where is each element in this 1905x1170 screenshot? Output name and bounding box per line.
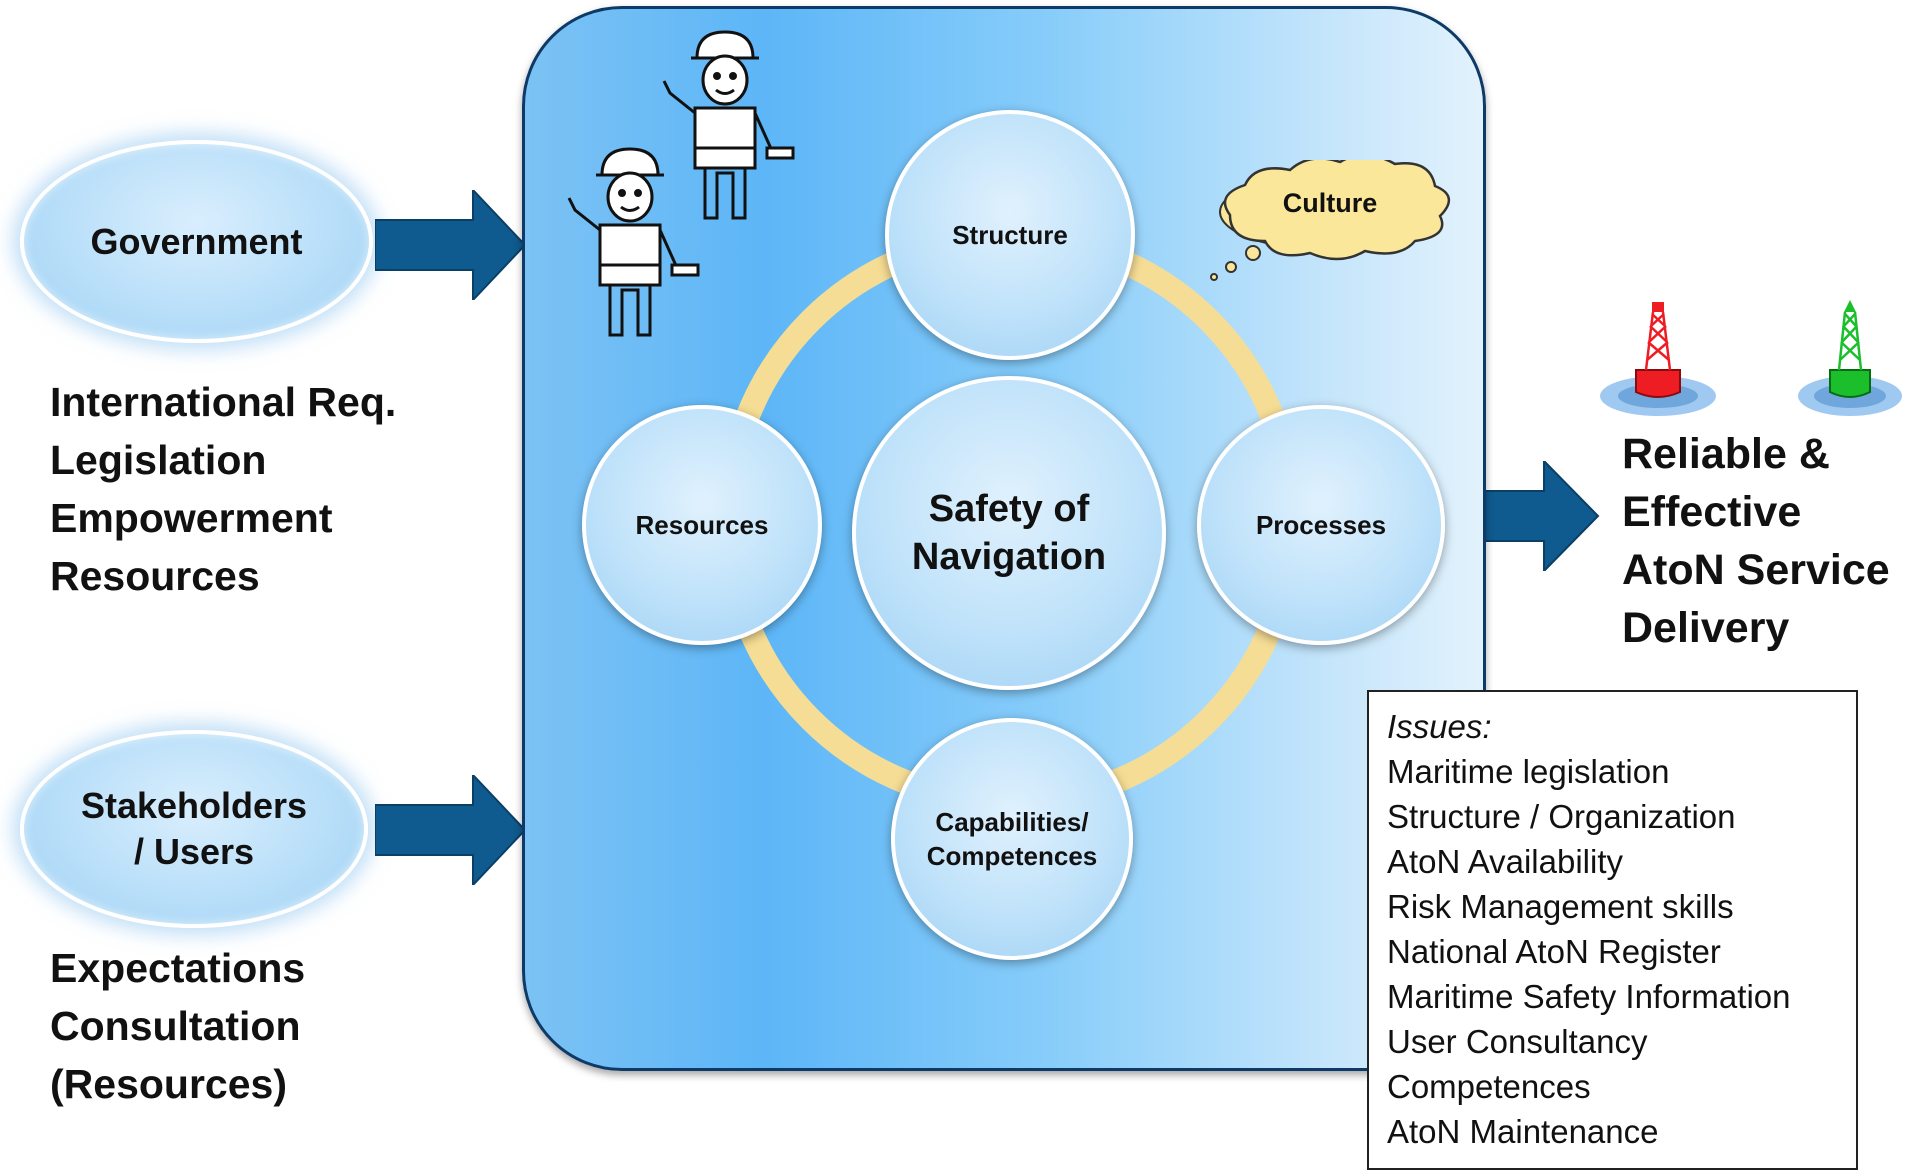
issue-item: National AtoN Register [1387, 933, 1721, 970]
capabilities-label-line1: Capabilities/ [935, 807, 1089, 837]
capabilities-node: Capabilities/ Competences [891, 718, 1133, 960]
issue-item: Maritime legislation [1387, 753, 1670, 790]
outcome-arrow-icon [1480, 461, 1600, 571]
issue-item: Structure / Organization [1387, 798, 1736, 835]
outcome-line: AtoN Service [1622, 546, 1890, 594]
government-requirements-list: International Req. Legislation Empowerme… [50, 373, 396, 605]
structure-label: Structure [952, 220, 1068, 250]
processes-node: Processes [1197, 405, 1445, 645]
structure-node: Structure [885, 110, 1135, 360]
culture-label: Culture [1282, 188, 1378, 218]
issues-box: Issues: Maritime legislation Structure /… [1367, 690, 1858, 1170]
list-item: Expectations [50, 945, 306, 991]
resources-node: Resources [582, 405, 822, 645]
outcome-text: Reliable & Effective AtoN Service Delive… [1622, 425, 1890, 657]
green-buoy-icon [1798, 300, 1902, 416]
worker-figure-icon [662, 30, 795, 220]
issue-item: AtoN Maintenance [1387, 1113, 1659, 1150]
processes-label: Processes [1255, 510, 1387, 540]
list-item: Legislation [50, 437, 267, 483]
resources-label: Resources [635, 510, 769, 540]
stakeholders-arrow-icon [375, 775, 525, 885]
issue-item: Maritime Safety Information [1387, 978, 1791, 1015]
stakeholders-label-line2: / Users [133, 831, 255, 872]
stakeholders-expectations-list: Expectations Consultation (Resources) [50, 939, 305, 1113]
red-buoy-icon [1600, 302, 1716, 416]
outcome-line: Effective [1622, 488, 1802, 536]
center-label-line2: Navigation [911, 536, 1107, 578]
issue-item: User Consultancy [1387, 1023, 1648, 1060]
worker-figure-icon [567, 147, 700, 337]
culture-cloud-icon [1210, 160, 1450, 281]
list-item: (Resources) [50, 1061, 287, 1107]
center-label-line1: Safety of [928, 488, 1090, 530]
list-item: Empowerment [50, 495, 333, 541]
outcome-line: Delivery [1622, 604, 1790, 652]
safety-of-navigation-node: Safety of Navigation [852, 376, 1166, 690]
issue-item: Competences [1387, 1068, 1591, 1105]
stakeholders-ellipse: Stakeholders / Users [20, 730, 368, 928]
issue-item: Risk Management skills [1387, 888, 1734, 925]
issue-item: AtoN Availability [1387, 843, 1624, 880]
government-ellipse: Government [20, 140, 373, 343]
list-item: Resources [50, 553, 260, 599]
capabilities-label-line2: Competences [926, 841, 1098, 871]
government-arrow-icon [375, 190, 525, 300]
list-item: Consultation [50, 1003, 301, 1049]
government-label: Government [90, 220, 303, 262]
stakeholders-label-line1: Stakeholders [80, 785, 308, 826]
outcome-line: Reliable & [1622, 430, 1830, 478]
list-item: International Req. [50, 379, 397, 425]
issues-title: Issues: [1387, 708, 1492, 745]
